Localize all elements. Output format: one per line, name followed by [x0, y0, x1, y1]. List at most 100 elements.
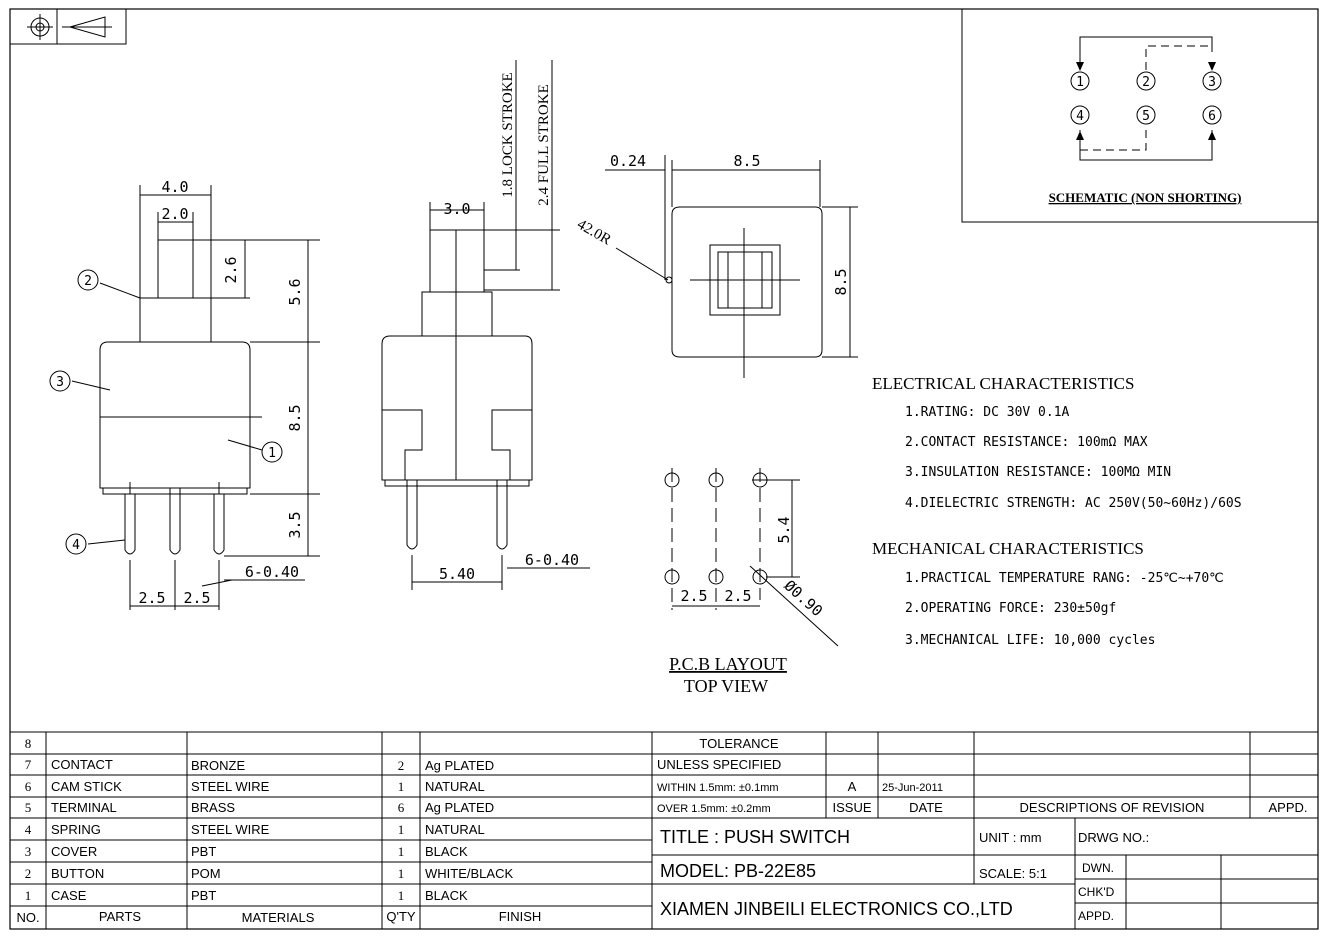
bom-qty: 1 — [398, 844, 405, 859]
dim-button-width: 3.0 — [443, 200, 470, 218]
bom-row: 2 BUTTON POM 1 WHITE/BLACK — [25, 866, 514, 881]
bom-row: 6 CAM STICK STEEL WIRE 1 NATURAL — [25, 779, 485, 794]
bom-row: 4 SPRING STEEL WIRE 1 NATURAL — [25, 822, 485, 837]
chkd-label: CHK'D — [1078, 885, 1115, 899]
bom-no: 3 — [25, 844, 32, 859]
issue-label: ISSUE — [832, 800, 871, 815]
callout-label: 2 — [84, 274, 92, 289]
title-block-text: TOLERANCE UNLESS SPECIFIED WITHIN 1.5mm:… — [657, 736, 1308, 923]
dim-lock-stroke: 1.8 LOCK STROKE — [500, 72, 516, 197]
bom-part: TERMINAL — [51, 800, 117, 815]
callout-label: 3 — [56, 375, 64, 390]
bom-material: PBT — [191, 888, 216, 903]
mechanical-heading: MECHANICAL CHARACTERISTICS — [872, 539, 1144, 558]
schematic-pins-top: 1 2 3 — [1070, 71, 1222, 91]
dim-top-width: 8.5 — [733, 152, 760, 170]
dim-pitch-2: 2.5 — [183, 589, 210, 607]
schematic-pins-bottom: 4 5 6 — [1070, 105, 1222, 125]
bom-table: 8 7 CONTACT BRONZE 2 Ag PLATED 6 CAM STI… — [16, 736, 541, 925]
front-view-labels: 4.0 2.0 2.6 5.6 8.5 3.5 2.5 2.5 6-0.40 2… — [56, 178, 304, 607]
revisions-label: DESCRIPTIONS OF REVISION — [1020, 800, 1205, 815]
bom-row: 3 COVER PBT 1 BLACK — [25, 844, 468, 859]
bom-no: 1 — [25, 888, 32, 903]
bom-header-qty: Q'TY — [386, 909, 416, 924]
drwg-no-label: DRWG NO.: — [1078, 830, 1149, 845]
electrical-characteristics: ELECTRICAL CHARACTERISTICS 1.RATING: DC … — [872, 374, 1242, 511]
pin-label: 1 — [1076, 75, 1084, 90]
electrical-item: 1.RATING: DC 30V 0.1A — [905, 405, 1070, 420]
company-name: XIAMEN JINBEILI ELECTRONICS CO.,LTD — [660, 899, 1013, 919]
dim-full-stroke: 2.4 FULL STROKE — [536, 84, 552, 206]
bom-material: PBT — [191, 844, 216, 859]
bom-part: CASE — [51, 888, 87, 903]
dim-pitch-1: 2.5 — [680, 587, 707, 605]
unit-label: UNIT : mm — [979, 830, 1042, 845]
bom-qty: 1 — [398, 822, 405, 837]
bom-header-parts: PARTS — [99, 909, 141, 924]
bom-part: CONTACT — [51, 757, 113, 772]
dim-top-width: 4.0 — [161, 178, 188, 196]
dim-button-height: 2.6 — [222, 256, 240, 283]
appd-label: APPD. — [1268, 800, 1307, 815]
pin-label: 6 — [1208, 109, 1216, 124]
bom-material: STEEL WIRE — [191, 779, 270, 794]
schematic-title: SCHEMATIC (NON SHORTING) — [1049, 190, 1242, 205]
dim-inner-width: 2.0 — [161, 205, 188, 223]
bom-material: BRONZE — [191, 758, 246, 773]
bom-qty: 1 — [398, 866, 405, 881]
bom-material: BRASS — [191, 800, 235, 815]
bom-row: 8 — [25, 736, 32, 751]
dim-pin-length: 3.5 — [286, 511, 304, 538]
date-value: 25-Jun-2011 — [882, 782, 943, 794]
dim-overall-height: 5.6 — [286, 278, 304, 305]
bom-finish: BLACK — [425, 888, 468, 903]
bom-no: 8 — [25, 736, 32, 751]
mechanical-item: 3.MECHANICAL LIFE: 10,000 cycles — [905, 633, 1155, 648]
bom-part: SPRING — [51, 822, 101, 837]
pcb-subtitle: TOP VIEW — [684, 676, 768, 696]
schematic-panel: 1 2 3 4 5 6 SCHEMATIC (NON SHORTING) — [961, 9, 1318, 223]
bom-qty: 6 — [398, 800, 405, 815]
bom-part: COVER — [51, 844, 97, 859]
mechanical-item: 1.PRACTICAL TEMPERATURE RANG: -25℃~+70℃ — [905, 571, 1224, 586]
dim-offset: 0.24 — [610, 152, 646, 170]
bom-row: 7 CONTACT BRONZE 2 Ag PLATED — [25, 757, 494, 773]
electrical-item: 3.INSULATION RESISTANCE: 100MΩ MIN — [905, 465, 1171, 480]
bom-header-materials: MATERIALS — [242, 910, 315, 925]
dim-pin-span: 5.40 — [439, 565, 475, 583]
title-block — [10, 731, 1318, 929]
dim-top-height: 8.5 — [832, 268, 850, 295]
bom-part: CAM STICK — [51, 779, 122, 794]
electrical-item: 4.DIELECTRIC STRENGTH: AC 250V(50~60Hz)/… — [905, 496, 1242, 511]
side-view — [381, 60, 590, 590]
bom-material: STEEL WIRE — [191, 822, 270, 837]
electrical-heading: ELECTRICAL CHARACTERISTICS — [872, 374, 1134, 393]
dwn-label: DWN. — [1082, 861, 1114, 875]
mechanical-characteristics: MECHANICAL CHARACTERISTICS 1.PRACTICAL T… — [872, 539, 1224, 648]
pin-label: 4 — [1076, 109, 1084, 124]
drawing-title: TITLE : PUSH SWITCH — [660, 827, 850, 847]
date-label: DATE — [909, 800, 943, 815]
dim-pitch-2: 2.5 — [724, 587, 751, 605]
tolerance-over: OVER 1.5mm: ±0.2mm — [657, 803, 771, 815]
bom-no: 2 — [25, 866, 32, 881]
front-view — [49, 185, 320, 610]
bom-header-finish: FINISH — [499, 909, 542, 924]
bom-finish: NATURAL — [425, 779, 485, 794]
pcb-layout — [664, 468, 839, 647]
appd2-label: APPD. — [1078, 909, 1114, 923]
pin-label: 2 — [1142, 75, 1150, 90]
top-view-labels: 0.24 8.5 8.5 42.0R — [574, 152, 850, 296]
mechanical-item: 2.OPERATING FORCE: 230±50gf — [905, 601, 1116, 616]
bom-material: POM — [191, 866, 221, 881]
dim-hole-diameter: Ø0.90 — [781, 576, 827, 620]
dim-pin-diameter: 6-0.40 — [245, 563, 299, 581]
bom-finish: Ag PLATED — [425, 758, 494, 773]
bom-no: 4 — [25, 822, 32, 837]
bom-finish: NATURAL — [425, 822, 485, 837]
dim-radius: 42.0R — [574, 217, 613, 249]
bom-no: 7 — [25, 757, 32, 772]
pin-label: 3 — [1208, 75, 1216, 90]
bom-header: NO. PARTS MATERIALS Q'TY FINISH — [16, 909, 541, 925]
